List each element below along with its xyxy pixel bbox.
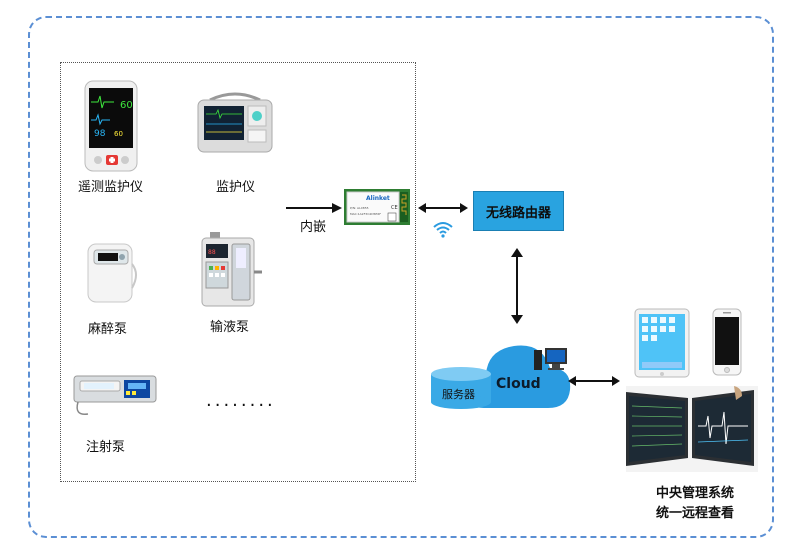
embed-label: 内嵌 — [300, 220, 327, 235]
module-router-arrow — [418, 203, 468, 213]
svg-text:88: 88 — [208, 249, 216, 256]
patient-monitor-image — [197, 92, 273, 153]
infusion-pump-image: 88 — [201, 232, 262, 307]
cloud-label: Cloud — [496, 376, 541, 392]
device-group-box — [60, 62, 416, 482]
embed-arrow — [286, 203, 342, 213]
module-ce-mark: CE — [391, 205, 398, 211]
wifi-module-image: Alinket CE P/N: ALX855 MAC:1A2F3C4D5E6F — [344, 189, 410, 225]
central-monitors-image — [626, 386, 758, 472]
pm-hr-value: 60 — [120, 100, 133, 111]
module-line2: MAC:1A2F3C4D5E6F — [350, 212, 381, 216]
patient-monitor-label: 监护仪 — [216, 180, 256, 195]
central-system-caption-line1: 中央管理系统 — [655, 486, 734, 501]
wifi-icon — [433, 222, 453, 238]
smartphone-image — [712, 308, 742, 376]
syringe-pump-label: 注射泵 — [86, 440, 126, 455]
infusion-pump-label: 输液泵 — [210, 320, 250, 335]
module-brand: Alinket — [366, 195, 390, 202]
wireless-router-box: 无线路由器 — [473, 191, 564, 231]
router-cloud-arrow — [511, 248, 523, 324]
cloud-shape — [465, 345, 571, 408]
telemetry-monitor-image: 60 98 60 — [84, 80, 138, 172]
system-frame — [28, 16, 774, 538]
central-system-caption-line2: 统一远程查看 — [655, 506, 734, 521]
module-line1: P/N: ALX855 — [350, 206, 369, 210]
pm-pr-value: 60 — [114, 130, 123, 138]
syringe-pump-image — [73, 375, 157, 415]
tablet-image — [634, 308, 690, 378]
cloud-client-arrow — [568, 376, 620, 386]
server-cylinder — [431, 367, 491, 409]
more-devices-ellipsis: ........ — [206, 390, 276, 411]
anesthesia-pump-image — [87, 243, 137, 303]
server-label: 服务器 — [442, 388, 475, 401]
computer-icon — [534, 348, 567, 370]
pm-spo2-value: 98 — [94, 129, 106, 139]
anesthesia-pump-label: 麻醉泵 — [88, 322, 128, 337]
telemetry-monitor-label: 遥测监护仪 — [78, 180, 144, 195]
